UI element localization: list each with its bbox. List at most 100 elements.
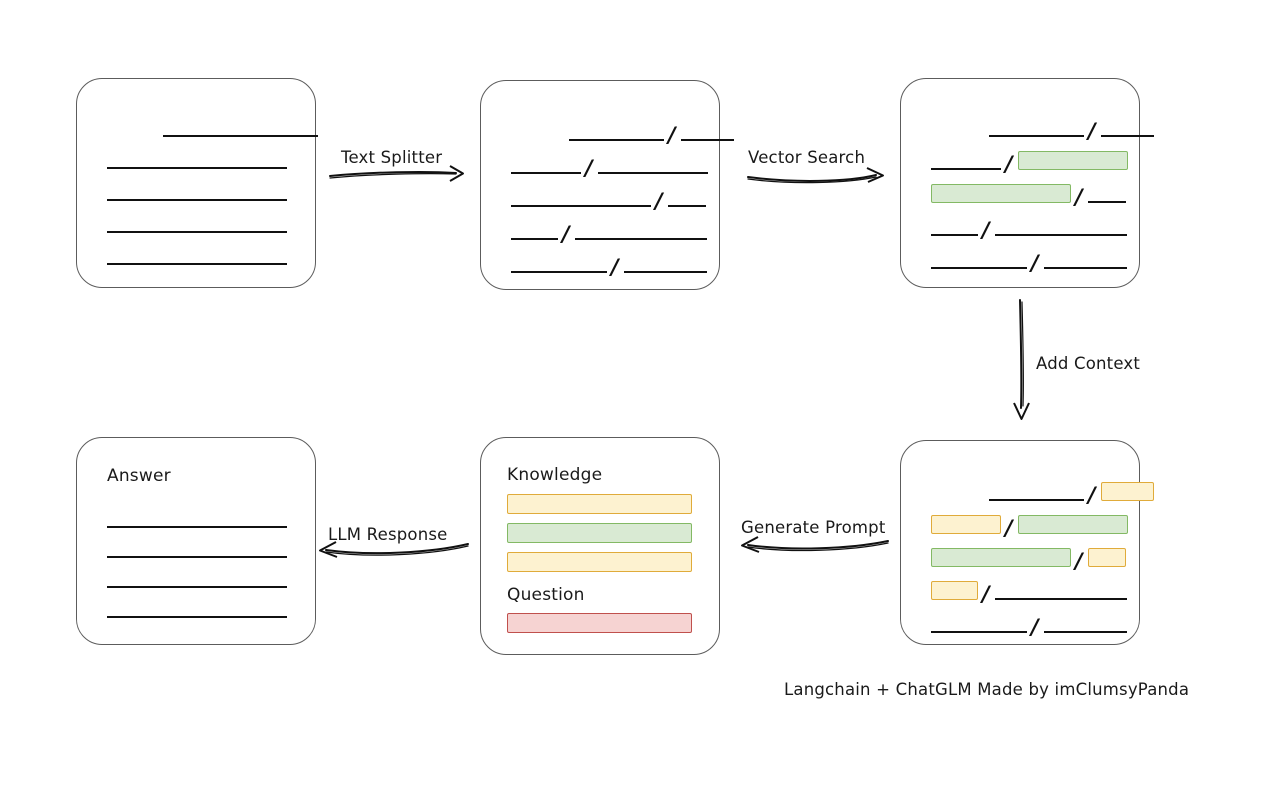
chunk-separator-slash: /: [1005, 516, 1013, 540]
text-line-segment: [931, 225, 978, 236]
node-prompt[interactable]: Knowledge Question: [480, 437, 720, 655]
prompt-question-label: Question: [507, 585, 585, 605]
diagram-caption: Langchain + ChatGLM Made by imClumsyPand…: [784, 680, 1190, 699]
chunk-line: /: [989, 115, 1154, 143]
chunk-separator-slash: /: [585, 156, 593, 180]
chunk-separator-slash: /: [982, 218, 990, 242]
chunk-line: /: [989, 479, 1154, 507]
chunk-separator-slash: /: [1031, 251, 1039, 275]
document-line: [107, 536, 287, 558]
highlight-chunk-yellow[interactable]: [931, 515, 1001, 534]
text-line-segment: [107, 547, 287, 558]
edge-text-splitter-label: Text Splitter: [341, 148, 443, 167]
text-line-segment: [107, 517, 287, 528]
chunk-separator-slash: /: [1075, 185, 1083, 209]
chunk-line: /: [931, 148, 1128, 176]
chunk-line: /: [931, 247, 1127, 275]
document-line: [107, 179, 287, 201]
chunk-separator-slash: /: [1075, 549, 1083, 573]
highlight-chunk-yellow[interactable]: [1100, 482, 1154, 501]
split-chunks-lines: / / / / /: [481, 81, 734, 289]
text-line-segment: [511, 196, 651, 207]
text-line-segment: [623, 262, 707, 273]
chunk-line: /: [569, 119, 734, 147]
chunk-line: /: [511, 152, 708, 180]
edge-generate-prompt-label: Generate Prompt: [741, 518, 886, 537]
knowledge-bar-yellow[interactable]: [507, 552, 692, 572]
text-line-segment: [574, 229, 707, 240]
document-line: [163, 115, 318, 137]
text-line-segment: [107, 577, 287, 588]
highlight-chunk-green[interactable]: [1017, 151, 1128, 170]
source-document-lines: [77, 79, 318, 287]
knowledge-bar-yellow[interactable]: [507, 494, 692, 514]
text-line-segment: [931, 622, 1027, 633]
edge-add-context: [1008, 299, 1042, 422]
question-bar-red[interactable]: [507, 613, 692, 633]
text-line-segment: [569, 130, 664, 141]
text-line-segment: [994, 589, 1127, 600]
node-source-document[interactable]: [76, 78, 318, 288]
highlight-chunk-yellow[interactable]: [1087, 548, 1126, 567]
vector-search-lines: / / / / /: [901, 79, 1154, 287]
text-line-segment: [511, 262, 607, 273]
chunk-separator-slash: /: [1005, 152, 1013, 176]
document-line: [107, 147, 287, 169]
document-line: [107, 566, 287, 588]
text-line-segment: [931, 159, 1001, 170]
chunk-separator-slash: /: [611, 255, 619, 279]
document-line: [107, 211, 287, 233]
highlight-chunk-green[interactable]: [1017, 515, 1128, 534]
chunk-line: /: [511, 218, 707, 246]
text-line-segment: [989, 490, 1084, 501]
node-context-chunks[interactable]: / / / / /: [900, 440, 1154, 645]
highlight-chunk-green[interactable]: [931, 548, 1071, 567]
chunk-line: /: [931, 545, 1126, 573]
chunk-separator-slash: /: [1088, 119, 1096, 143]
answer-label: Answer: [107, 466, 171, 486]
chunk-separator-slash: /: [1088, 483, 1096, 507]
text-line-segment: [107, 607, 287, 618]
text-line-segment: [1100, 126, 1154, 137]
text-line-segment: [107, 158, 287, 169]
chunk-line: /: [511, 185, 706, 213]
text-line-segment: [1043, 622, 1127, 633]
edge-text-splitter: [329, 160, 470, 190]
chunk-separator-slash: /: [655, 189, 663, 213]
chunk-line: /: [931, 578, 1127, 606]
edge-vector-search: [747, 162, 890, 192]
node-answer[interactable]: Answer: [76, 437, 316, 645]
chunk-separator-slash: /: [1031, 615, 1039, 639]
chunk-line: /: [931, 611, 1127, 639]
node-split-chunks[interactable]: / / / / /: [480, 80, 734, 290]
text-line-segment: [511, 229, 558, 240]
context-chunks-lines: / / / / /: [901, 441, 1154, 644]
prompt-knowledge-bars: [481, 438, 719, 654]
chunk-separator-slash: /: [982, 582, 990, 606]
prompt-question-bars: [481, 438, 719, 654]
text-line-segment: [931, 258, 1027, 269]
highlight-chunk-green[interactable]: [931, 184, 1071, 203]
text-line-segment: [994, 225, 1127, 236]
text-line-segment: [107, 222, 287, 233]
edge-add-context-label: Add Context: [1036, 354, 1141, 373]
text-line-segment: [597, 163, 708, 174]
document-line: [107, 596, 287, 618]
document-line: [107, 506, 287, 528]
node-vector-search-result[interactable]: / / / / /: [900, 78, 1154, 288]
text-line-segment: [680, 130, 734, 141]
edge-generate-prompt: [740, 530, 889, 560]
answer-lines: [77, 438, 315, 644]
text-line-segment: [989, 126, 1084, 137]
edge-vector-search-label: Vector Search: [748, 148, 866, 167]
chunk-separator-slash: /: [562, 222, 570, 246]
edge-llm-response: [318, 535, 469, 565]
chunk-line: /: [931, 512, 1128, 540]
text-line-segment: [107, 254, 287, 265]
edge-llm-response-label: LLM Response: [328, 525, 448, 544]
highlight-chunk-yellow[interactable]: [931, 581, 978, 600]
text-line-segment: [163, 126, 318, 137]
knowledge-bar-green[interactable]: [507, 523, 692, 543]
chunk-separator-slash: /: [668, 123, 676, 147]
